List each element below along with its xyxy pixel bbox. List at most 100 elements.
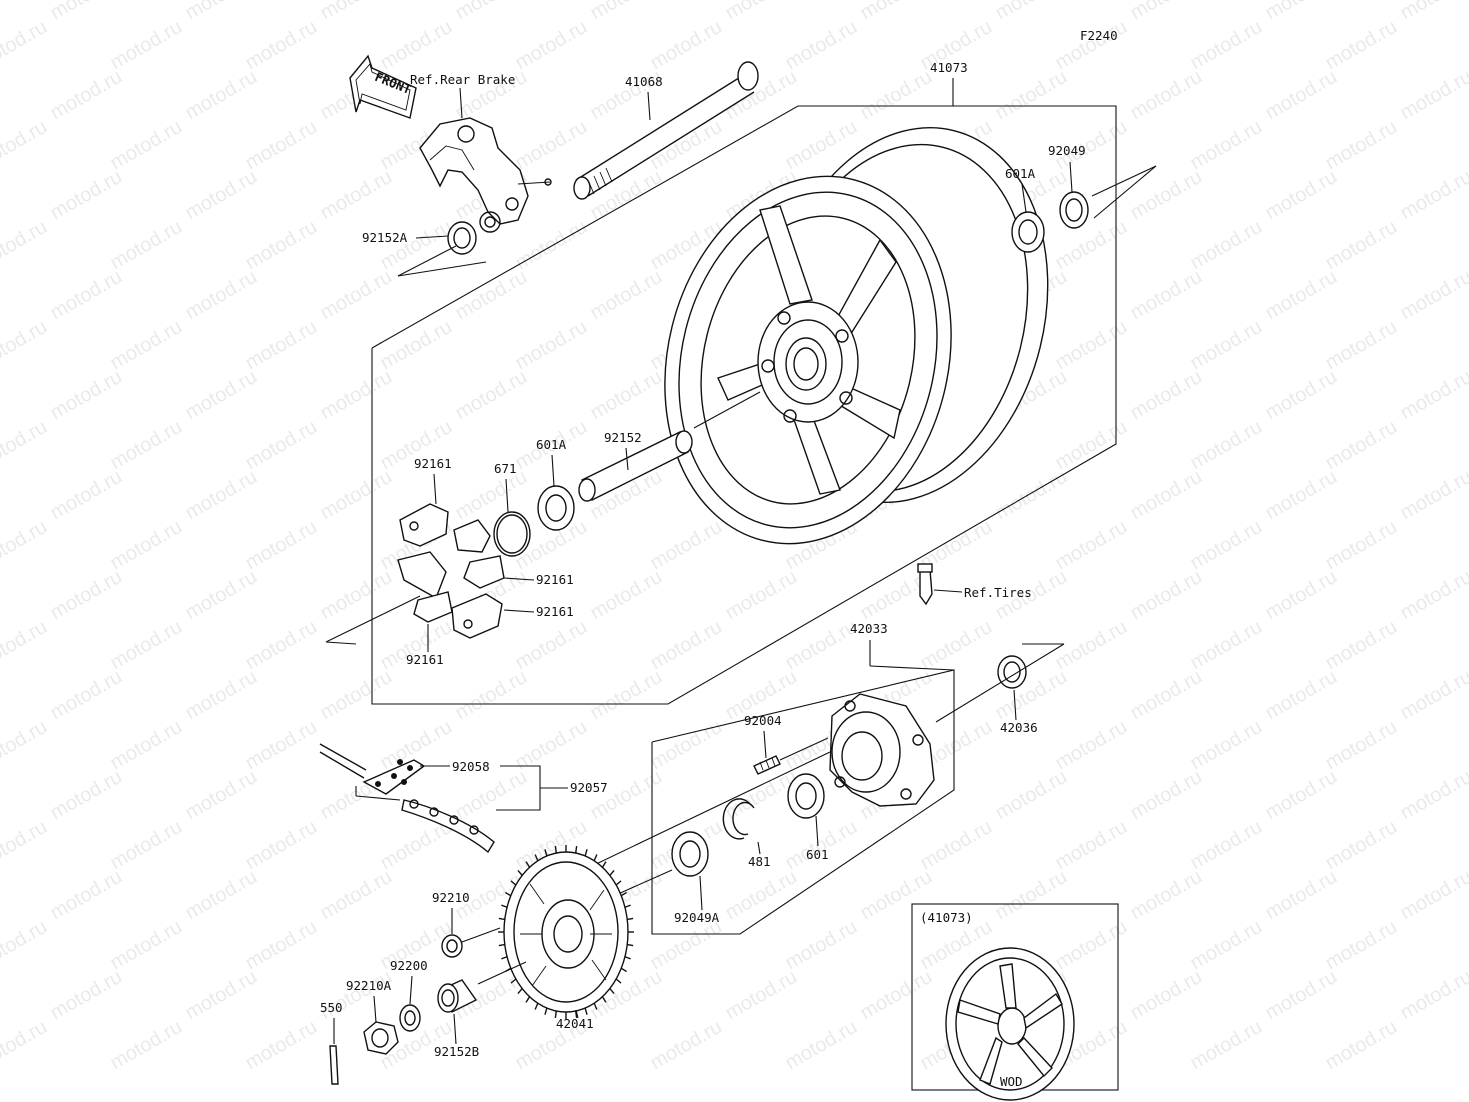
watermark-text: motod.ru [1127, 266, 1206, 325]
sprocket-tooth [525, 996, 531, 1003]
watermark-text: motod.ru [242, 316, 321, 375]
watermark-text: motod.ru [1187, 16, 1266, 75]
sprocket-tooth [544, 1007, 548, 1015]
watermark-text: motod.ru [182, 266, 261, 325]
watermark-text: motod.ru [107, 416, 186, 475]
watermark-text: motod.ru [0, 516, 51, 575]
watermark-text: motod.ru [782, 916, 861, 975]
watermark-text: motod.ru [587, 566, 666, 625]
watermark-text: motod.ru [452, 766, 531, 825]
watermark-text: motod.ru [107, 616, 186, 675]
sprocket-tooth [510, 978, 517, 984]
watermark-text: motod.ru [1322, 16, 1401, 75]
chain-drawing [319, 743, 495, 854]
sprocket-tooth [615, 880, 622, 886]
tire-valve-drawing [917, 563, 933, 606]
watermark-text: motod.ru [1127, 666, 1206, 725]
watermark-text: motod.ru [0, 616, 51, 675]
watermark-text: motod.ru [242, 416, 321, 475]
inset-caption: WOD [1000, 1074, 1023, 1089]
part-label-92161-right2: 92161 [536, 604, 574, 619]
watermark-text: motod.ru [647, 616, 726, 675]
watermark-text: motod.ru [182, 466, 261, 525]
watermark-text: motod.ru [47, 666, 126, 725]
watermark-text: motod.ru [242, 516, 321, 575]
part-label-92049: 92049 [1048, 143, 1086, 158]
seal-upper-drawing [1059, 191, 1089, 229]
sprocket-tooth [601, 996, 607, 1003]
watermark-text: motod.ru [722, 866, 801, 925]
watermark-text: motod.ru [452, 266, 531, 325]
part-label-92152A: 92152A [362, 230, 408, 245]
damper-set-drawing [397, 503, 505, 639]
sprocket-tooth [554, 845, 557, 854]
watermark-text: motod.ru [1262, 966, 1341, 1025]
sprocket-tooth [575, 845, 578, 854]
washer-drawing [399, 1004, 421, 1032]
part-label-92210A: 92210A [346, 978, 392, 993]
watermark-text: motod.ru [1262, 366, 1341, 425]
sprocket-tooth [584, 849, 588, 857]
watermark-text: motod.ru [107, 716, 186, 775]
watermark-text: motod.ru [857, 0, 936, 24]
part-label-601A-center: 601A [536, 437, 567, 452]
watermark-text: motod.ru [242, 616, 321, 675]
part-label-92152B: 92152B [434, 1044, 479, 1059]
watermark-text: motod.ru [1322, 716, 1401, 775]
watermark-text: motod.ru [1262, 66, 1341, 125]
watermark-text: motod.ru [1322, 816, 1401, 875]
watermark-text: motod.ru [1322, 516, 1401, 575]
watermark-text: motod.ru [917, 616, 996, 675]
watermark-text: motod.ru [1127, 366, 1206, 425]
sprocket-tooth [510, 880, 517, 886]
sprocket-tooth [584, 1007, 588, 1015]
watermark-text: motod.ru [107, 116, 186, 175]
part-label-601: 601 [806, 847, 829, 862]
watermark-text: motod.ru [47, 966, 126, 1025]
watermark-text: motod.ru [647, 116, 726, 175]
sprocket-tooth [517, 870, 523, 876]
sprocket-tooth [498, 917, 505, 921]
diagram-code: F2240 [1080, 28, 1118, 43]
sprocket-tooth [620, 891, 627, 897]
part-label-92161-bottom: 92161 [406, 652, 444, 667]
watermark-text: motod.ru [1187, 916, 1266, 975]
watermark-text: motod.ru [317, 166, 396, 225]
collar-left-drawing [447, 221, 477, 255]
ref-rear-brake-label: Ref.Rear Brake [410, 72, 515, 87]
watermark-text: motod.ru [1397, 666, 1469, 725]
sprocket-tooth [517, 988, 523, 994]
part-label-42033: 42033 [850, 621, 888, 636]
watermark-text: motod.ru [512, 116, 591, 175]
watermark-text: motod.ru [1052, 716, 1131, 775]
watermark-text: motod.ru [182, 966, 261, 1025]
watermark-text: motod.ru [512, 316, 591, 375]
rear-wheel-drawing [664, 127, 1049, 545]
watermark-text: motod.ru [242, 116, 321, 175]
watermark-text: motod.ru [1127, 566, 1206, 625]
watermark-text: motod.ru [782, 816, 861, 875]
oring-drawing [493, 511, 531, 557]
watermark-text: motod.ru [1052, 416, 1131, 475]
watermark-text: motod.ru [992, 466, 1071, 525]
bearing-upper-drawing [1011, 211, 1045, 253]
part-label-92152: 92152 [604, 430, 642, 445]
watermark-text: motod.ru [512, 16, 591, 75]
watermark-text: motod.ru [1322, 616, 1401, 675]
part-label-41068: 41068 [625, 74, 663, 89]
watermark-text: motod.ru [1052, 216, 1131, 275]
watermark-text: motod.ru [242, 16, 321, 75]
watermark-text: motod.ru [512, 616, 591, 675]
watermark-text: motod.ru [47, 166, 126, 225]
part-label-92161-top: 92161 [414, 456, 452, 471]
watermark-text: motod.ru [1322, 1016, 1401, 1075]
watermark-text: motod.ru [1127, 466, 1206, 525]
watermark-text: motod.ru [1052, 316, 1131, 375]
sprocket-drawing [498, 845, 634, 1019]
part-label-601A-upper: 601A [1005, 166, 1036, 181]
watermark-text: motod.ru [1187, 716, 1266, 775]
watermark-text: motod.ru [1127, 766, 1206, 825]
watermark-text: motod.ru [47, 266, 126, 325]
watermark-text: motod.ru [182, 0, 261, 24]
